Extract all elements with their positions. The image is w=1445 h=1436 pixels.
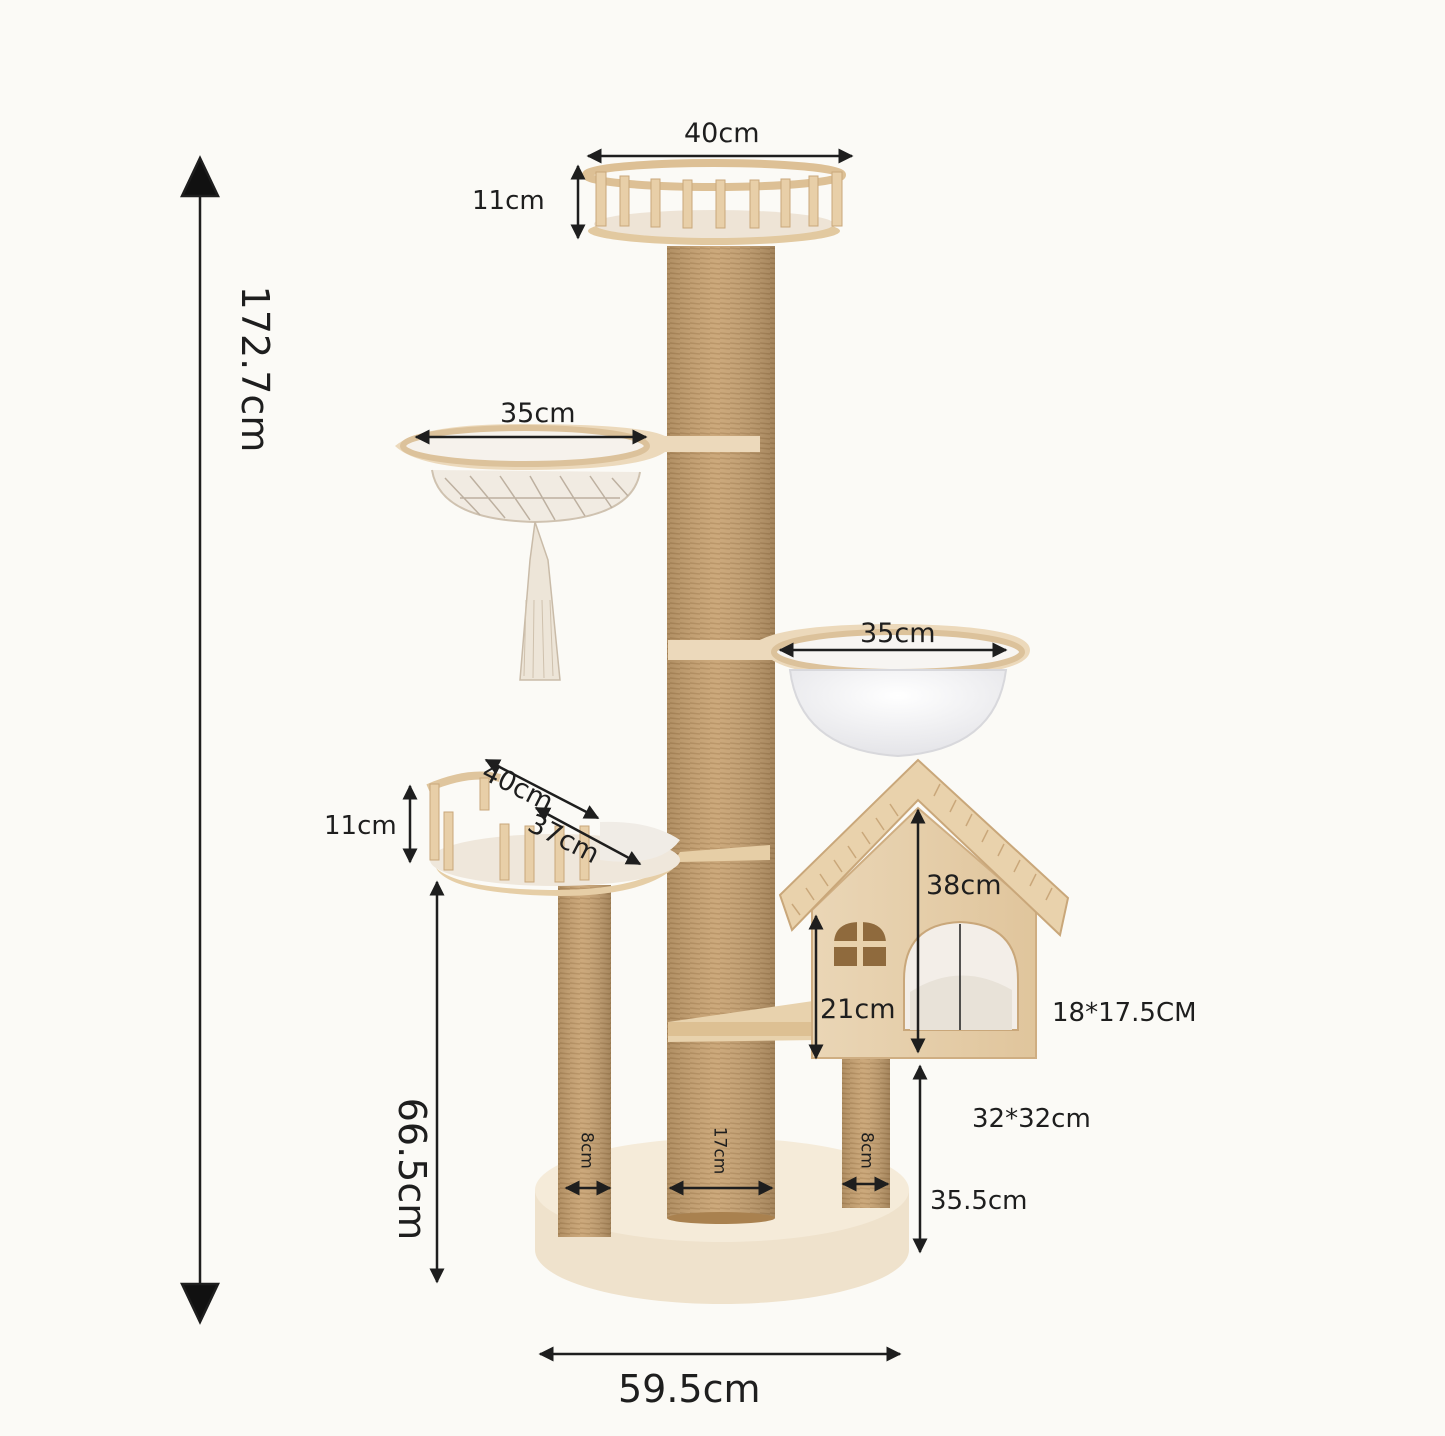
label-lower-post-height: 66.5cm bbox=[390, 1097, 434, 1241]
label-base-width: 59.5cm bbox=[618, 1367, 761, 1411]
main-post bbox=[667, 246, 775, 1224]
label-house-wall-height: 21cm bbox=[820, 994, 896, 1025]
label-right-post-diameter: 8cm bbox=[856, 1132, 877, 1169]
label-house-clearance: 35.5cm bbox=[930, 1186, 1028, 1216]
top-platform bbox=[582, 159, 846, 245]
label-top-platform-width: 40cm bbox=[684, 118, 760, 149]
label-left-post-diameter: 8cm bbox=[576, 1132, 597, 1169]
label-house-floor: 32*32cm bbox=[972, 1104, 1091, 1134]
label-total-height: 172.7cm bbox=[233, 285, 277, 453]
house-platform bbox=[668, 1000, 820, 1042]
label-bowl-diameter: 35cm bbox=[860, 618, 936, 649]
left-post bbox=[558, 885, 611, 1237]
label-main-post-diameter: 17cm bbox=[709, 1126, 730, 1175]
label-house-height: 38cm bbox=[926, 870, 1002, 901]
dimension-lines bbox=[180, 148, 1008, 1362]
label-house-door: 18*17.5CM bbox=[1052, 998, 1197, 1028]
label-top-platform-height: 11cm bbox=[472, 186, 545, 216]
label-lower-platform-height: 11cm bbox=[324, 811, 397, 841]
label-hammock-diameter: 35cm bbox=[500, 398, 576, 429]
